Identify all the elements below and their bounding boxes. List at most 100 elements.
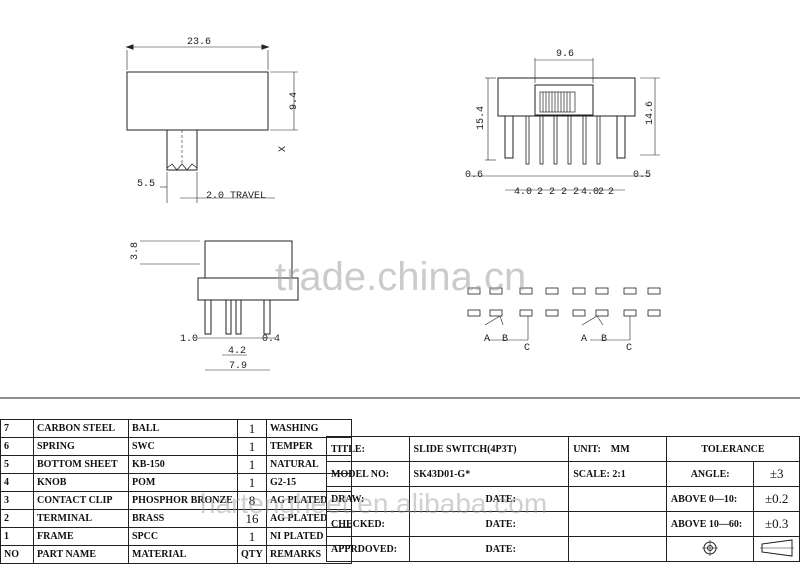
dim-bottom-width: 7.9 [229, 361, 247, 372]
bom-cell-part: FRAME [33, 527, 129, 546]
dim-knob-offset: 5.5 [137, 179, 155, 190]
bom-cell-part: BOTTOM SHEET [33, 455, 129, 474]
pad-top [623, 287, 637, 295]
dim-pin-spacing: 4.2 [228, 346, 246, 357]
model-value: SK43D01-G* [408, 461, 570, 487]
scale-label: SCALE: 2:1 [568, 461, 667, 487]
pad-top [545, 287, 559, 295]
pad-top [489, 287, 503, 295]
model-label: MODEL NO: [326, 461, 410, 487]
pcb-pad-layout: A B C A B C [467, 287, 661, 354]
checked-date: DATE: [408, 511, 570, 537]
draw-date: DATE: [408, 486, 570, 512]
pad-bottom [545, 309, 559, 317]
pad-bottom [623, 309, 637, 317]
dim-pitch-2: 2 [549, 187, 555, 198]
bom-cell-part: KNOB [33, 473, 129, 492]
bom-cell-no: 6 [0, 437, 34, 456]
draw-label: DRAW: [326, 486, 410, 512]
dim-pin-width: 0.4 [262, 334, 280, 345]
dim-pitch-4: 2 [573, 187, 579, 198]
dim-pitch-3: 2 [561, 187, 567, 198]
pad-bottom [647, 309, 661, 317]
pin-label-right-a: A [581, 334, 587, 345]
bom-cell-no: 2 [0, 509, 34, 528]
dim-side-height: 3.8 [130, 242, 141, 260]
pad-bottom [489, 309, 503, 317]
bom-cell-qty: 1 [237, 437, 267, 456]
range2-value: ±0.3 [753, 511, 800, 537]
approved-spacer [568, 536, 667, 562]
bom-cell-material: SWC [128, 437, 238, 456]
bom-cell-material: KB-150 [128, 455, 238, 474]
angle-value: ±3 [753, 461, 800, 487]
pad-top [467, 287, 481, 295]
pad-top [595, 287, 609, 295]
bom-cell-material: MATERIAL [128, 545, 238, 564]
technical-drawing: 23.6 9.4 X 5.5 2.0 TRAVEL 3.8 1.0 0.4 4.… [0, 37, 800, 399]
pad-bottom [467, 309, 481, 317]
bom-cell-no: 5 [0, 455, 34, 474]
bom-cell-part: CONTACT CLIP [33, 491, 129, 510]
bom-cell-remarks: WASHING [266, 419, 352, 438]
bom-cell-part: TERMINAL [33, 509, 129, 528]
pad-connection [484, 315, 501, 326]
tolerance-title: TOLERANCE [665, 436, 800, 462]
watermark-secondary: hartengheet.en.alibaba.com [200, 488, 548, 519]
bom-cell-qty: QTY [237, 545, 267, 564]
dim-travel: 2.0 TRAVEL [206, 191, 266, 202]
approved-label: APPRDOVED: [326, 536, 410, 562]
pad-bottom [519, 309, 533, 317]
draw-spacer [568, 486, 667, 512]
pin-label-right-b: B [601, 334, 607, 345]
bom-cell-no: 7 [0, 419, 34, 438]
pin-label-right-c: C [626, 343, 632, 354]
dim-top-width: 23.6 [187, 37, 211, 48]
bom-cell-qty: 1 [237, 455, 267, 474]
dim-pitch-first: 4.0 [514, 187, 532, 198]
bom-cell-part: CARBON STEEL [33, 419, 129, 438]
bom-cell-qty: 1 [237, 527, 267, 546]
dim-pin-offset: 1.0 [180, 334, 198, 345]
bom-cell-part: SPRING [33, 437, 129, 456]
dim-pitch-mid: 4.0 [581, 187, 599, 198]
dim-pitch-end-1: 2 [598, 187, 604, 198]
bom-cell-qty: 1 [237, 419, 267, 438]
angle-label: ANGLE: [665, 461, 755, 487]
dim-right-height-right: 14.6 [645, 101, 656, 125]
range1-value: ±0.2 [753, 486, 800, 512]
top-view: 23.6 9.4 X 5.5 2.0 TRAVEL [125, 37, 300, 203]
bom-cell-part: PART NAME [33, 545, 129, 564]
bom-cell-material: BALL [128, 419, 238, 438]
dim-pitch-end-2: 2 [608, 187, 614, 198]
watermark: trade.china.cn [275, 255, 527, 299]
dim-top-height: 9.4 [289, 92, 300, 110]
range2-label: ABOVE 10—60: [665, 511, 755, 537]
range1-label: ABOVE 0—10: [665, 486, 755, 512]
projection-circle-icon [665, 536, 755, 562]
title-label: TITLE: [326, 436, 410, 462]
pin-label-left-a: A [484, 334, 490, 345]
projection-cone-icon [753, 536, 800, 562]
dim-right-pin-right: 0.5 [633, 170, 651, 181]
dim-x: X [278, 146, 289, 152]
pad-connection [499, 315, 504, 326]
bom-cell-no: 4 [0, 473, 34, 492]
bom-cell-no: 3 [0, 491, 34, 510]
approved-date: DATE: [408, 536, 570, 562]
pad-top [572, 287, 586, 295]
unit-cell: UNIT: MM [568, 436, 667, 462]
front-view: 9.6 15.4 14.6 0.6 0.5 4.0 2 2 2 2 4.0 2 [465, 49, 660, 198]
bom-cell-no: 1 [0, 527, 34, 546]
dim-right-pin-left: 0.6 [465, 170, 483, 181]
dim-pitch-1: 2 [537, 187, 543, 198]
pad-connection [596, 315, 604, 326]
title-block: TITLE: SLIDE SWITCH(4P3T) UNIT: MM TOLER… [326, 436, 800, 562]
dim-knob-width: 9.6 [556, 49, 574, 60]
pad-top [519, 287, 533, 295]
pad-top [647, 287, 661, 295]
